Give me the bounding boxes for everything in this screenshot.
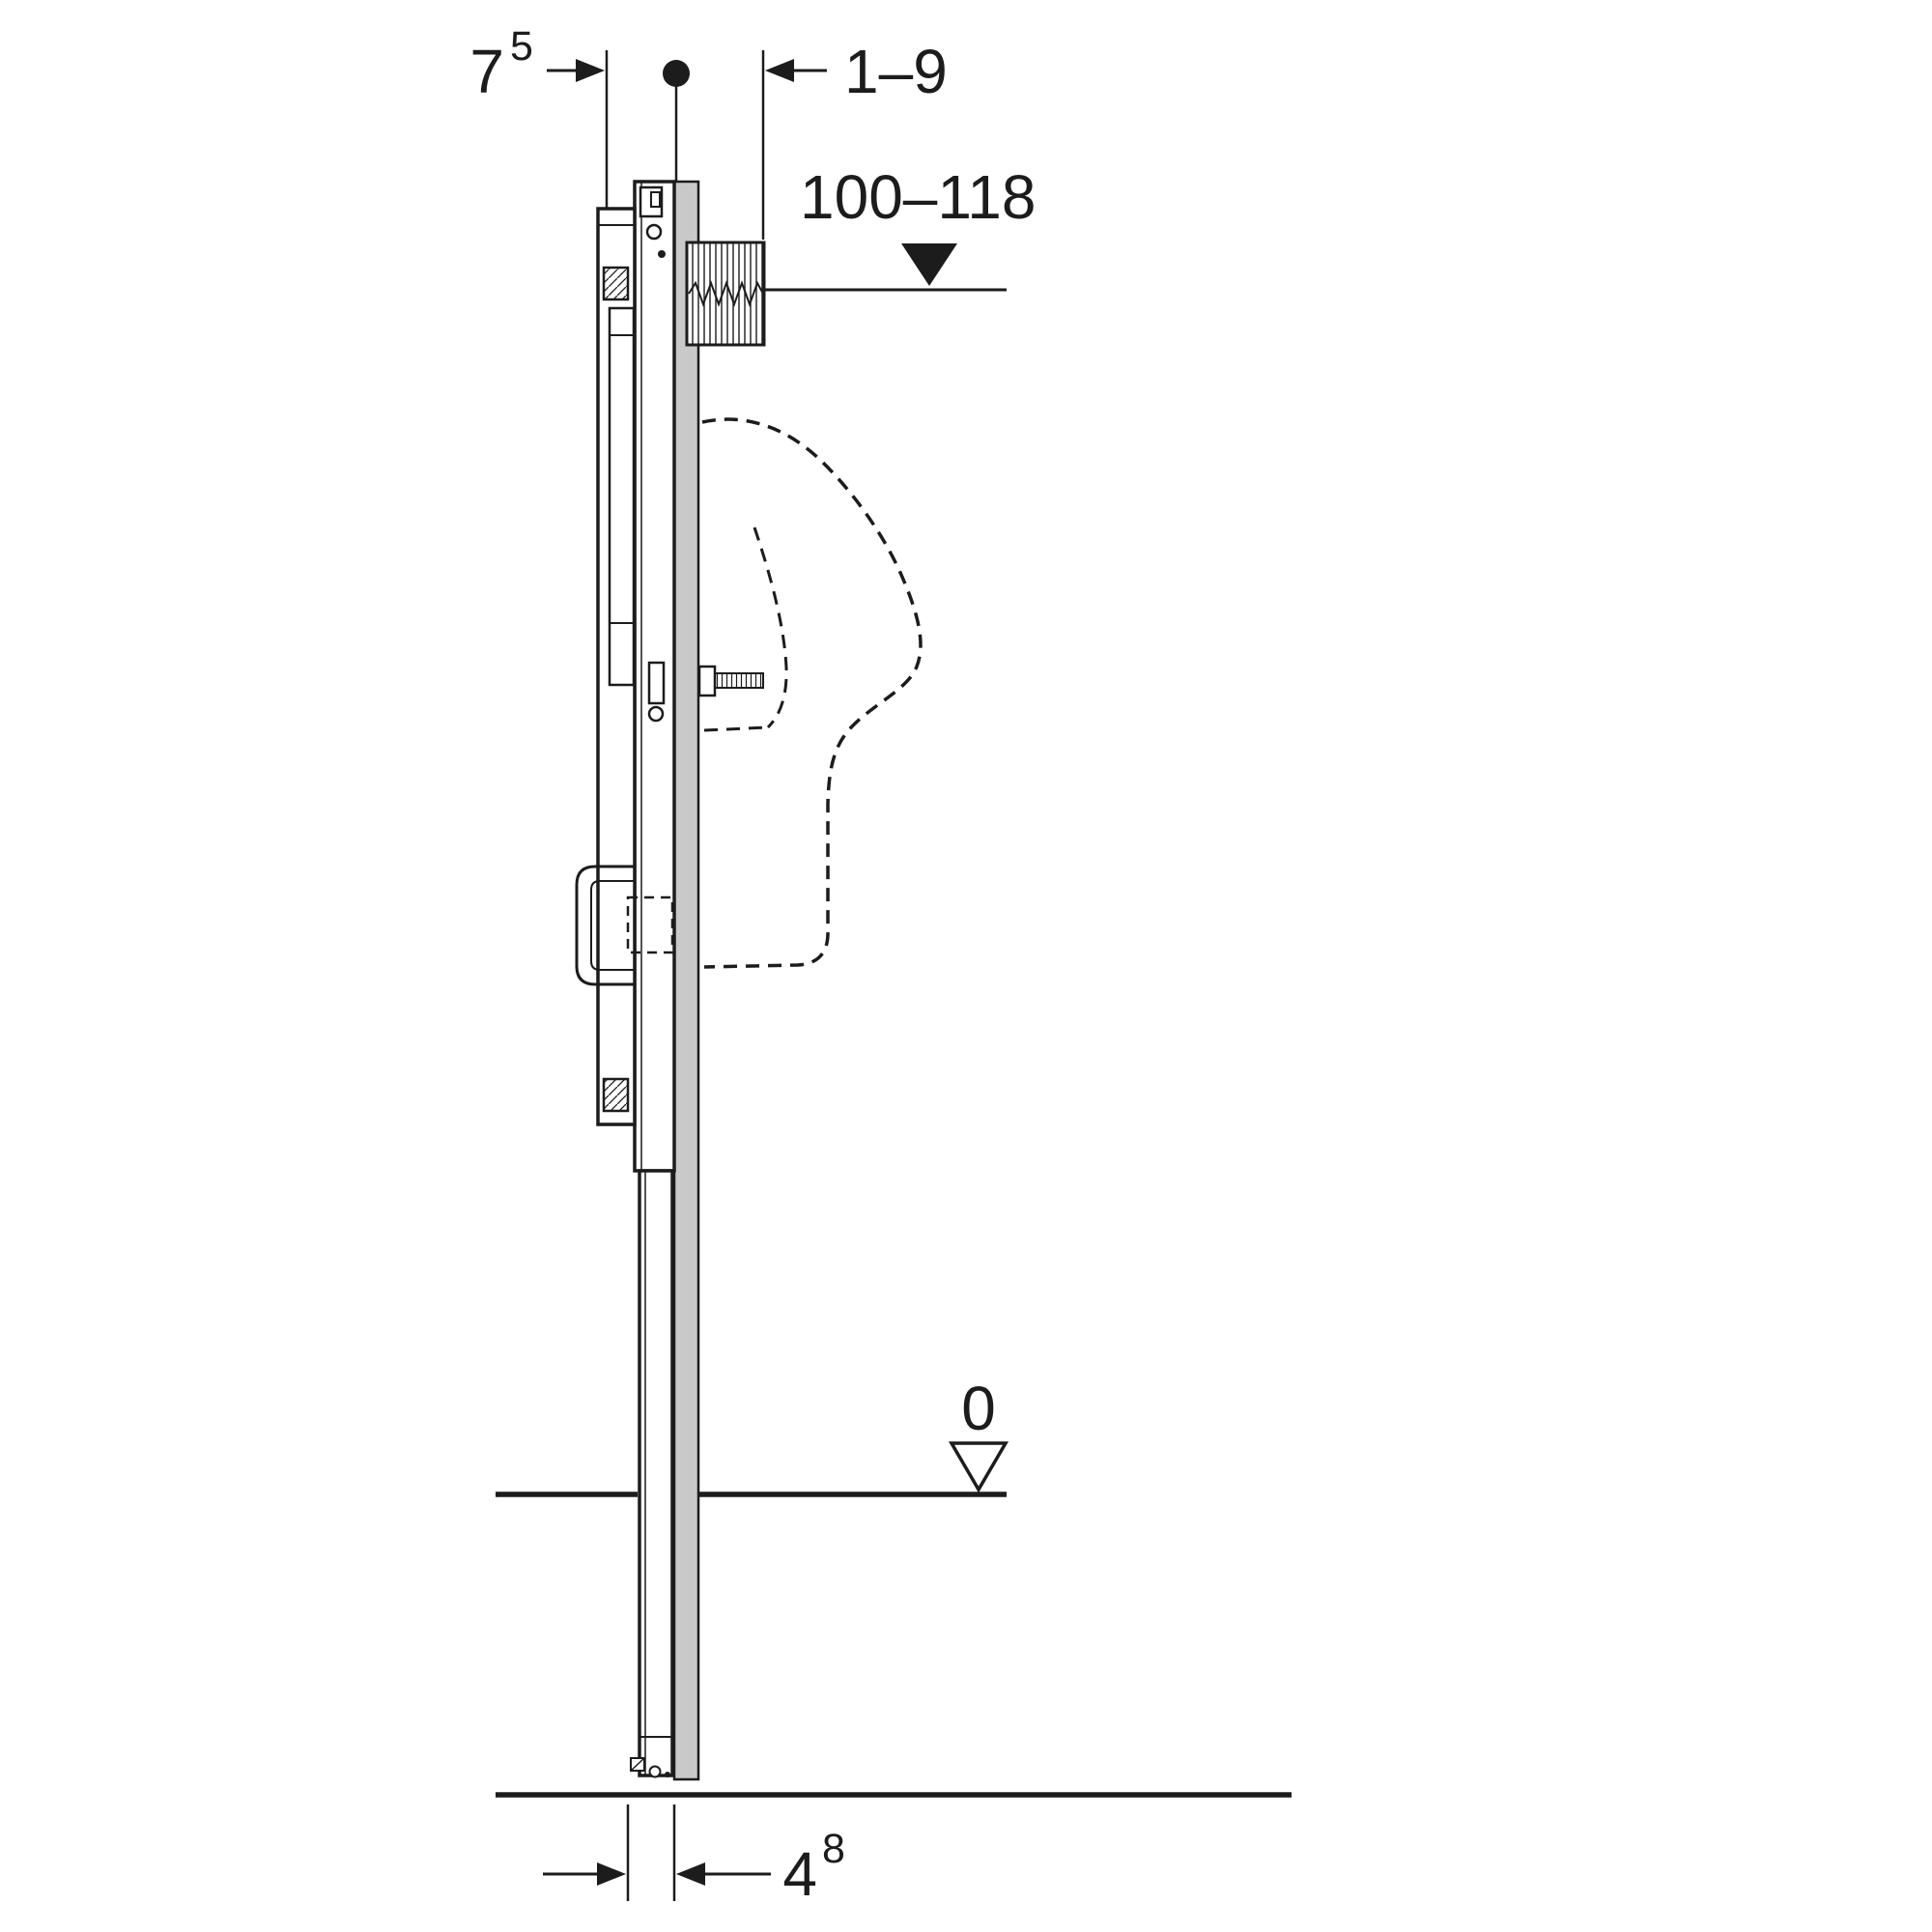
arrow-right-icon (576, 59, 605, 82)
frame-support-leg (638, 1169, 674, 1777)
mid-fixing-hole (647, 705, 665, 723)
urinal-bowl-bottom-line (703, 725, 769, 732)
outlet-bend-inner (590, 880, 635, 971)
top-fixing-dot (658, 250, 666, 258)
dim-base-depth-superscript: 8 (822, 1826, 845, 1872)
top-dimension-annotations: 7 5 1–9 100–118 (469, 23, 1036, 292)
foot-anchor-diagonal (630, 1757, 645, 1772)
arrow-left-icon (676, 1862, 705, 1886)
top-fixing-hole (645, 223, 663, 241)
dim-inlet-height-value: 100–118 (800, 162, 1036, 232)
flush-pipe-channel (608, 306, 636, 687)
dim-base-depth-value: 4 (782, 1839, 817, 1909)
mid-fixing-slot (647, 661, 666, 705)
dim-wall-offset-value: 7 (469, 37, 504, 106)
mounting-rail-panel (672, 180, 700, 1781)
bottom-dimension-annotations: 4 8 (543, 1804, 845, 1909)
urinal-outlet-connection (626, 895, 674, 954)
urinal-outline (626, 417, 923, 969)
arrow-left-icon (765, 59, 794, 82)
water-level-marker-icon (901, 243, 957, 286)
rod-mounting-plate (697, 665, 717, 697)
urinal-bowl-inner-line (753, 526, 788, 729)
outlet-bend-outer (575, 865, 635, 986)
pipe-spiral-line (688, 280, 764, 307)
foot-bolt-dot (665, 1772, 670, 1777)
dot-marker-icon (663, 60, 690, 87)
upper-fixing-bolt (602, 266, 630, 301)
dim-wall-offset-superscript: 5 (510, 23, 533, 70)
zero-level-label: 0 (961, 1374, 996, 1443)
urinal-body-outline (701, 417, 923, 969)
top-valve-insert (650, 191, 661, 208)
zero-level-marker-icon (948, 1441, 1009, 1493)
lower-fixing-bolt (602, 1077, 630, 1113)
threaded-rod (714, 672, 764, 689)
frame-assembly (575, 180, 766, 1781)
foot-bolt-hole (648, 1765, 662, 1778)
arrow-right-icon (597, 1862, 626, 1886)
floor-and-level-lines: 0 (496, 1374, 1292, 1798)
dim-front-offset-value: 1–9 (844, 37, 948, 106)
